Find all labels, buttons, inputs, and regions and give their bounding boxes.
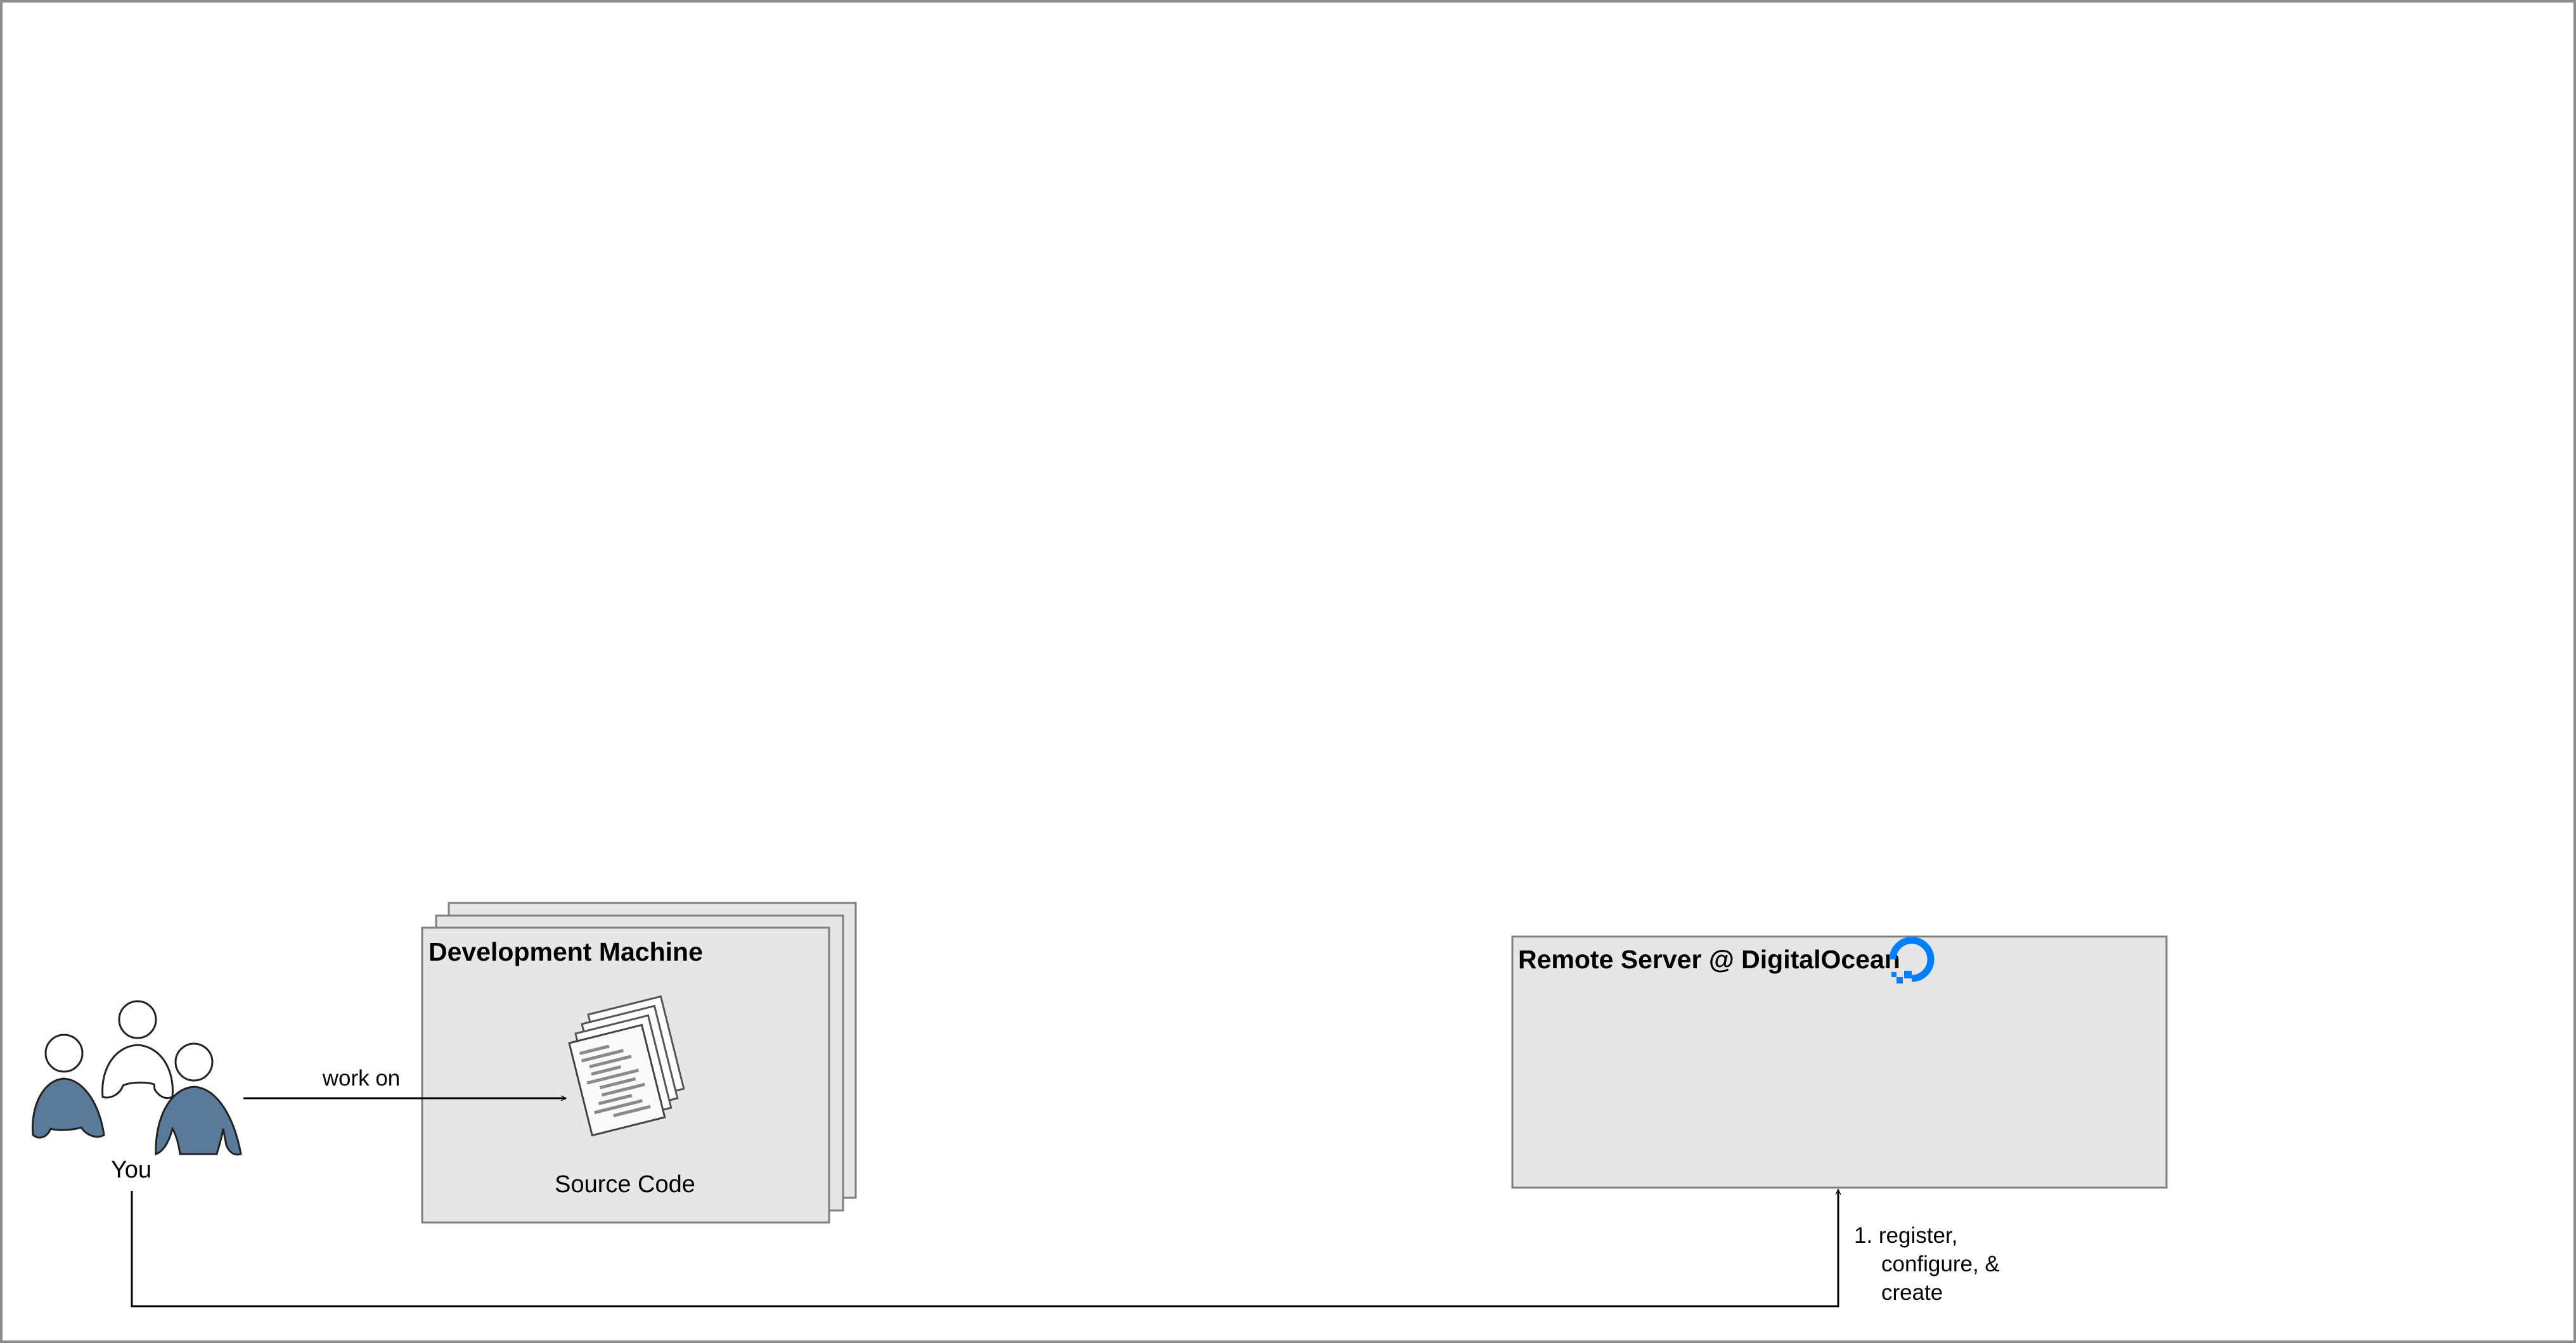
edge-register[interactable]: 1. register, configure, & create <box>131 1190 2006 1307</box>
digitalocean-logo-icon <box>1889 937 1935 983</box>
edge-register-label: 1. register, configure, & create <box>1854 1223 2006 1305</box>
source-code-label: Source Code <box>555 1171 695 1198</box>
you-label: You <box>111 1157 151 1183</box>
you-actor[interactable]: You <box>31 1000 242 1183</box>
remote-server-box <box>1511 935 2168 1189</box>
edge-register-line <box>131 1190 1838 1307</box>
source-code[interactable]: Source Code <box>555 995 695 1198</box>
remote-server-title: Remote Server @ DigitalOcean <box>1518 945 1900 974</box>
edge-register-label-line-1: 1. register, <box>1854 1223 1957 1248</box>
edge-register-label-line-2: configure, & <box>1881 1252 2000 1276</box>
edge-work-on-label: work on <box>322 1066 401 1091</box>
people-group-icon <box>31 1000 242 1156</box>
remote-server[interactable]: Remote Server @ DigitalOcean <box>1511 935 2168 1189</box>
edge-work-on[interactable]: work on <box>243 1066 566 1098</box>
source-code-documents-icon <box>568 995 685 1137</box>
edge-register-label-line-3: create <box>1881 1280 1943 1305</box>
dev-machine-title: Development Machine <box>428 937 703 966</box>
